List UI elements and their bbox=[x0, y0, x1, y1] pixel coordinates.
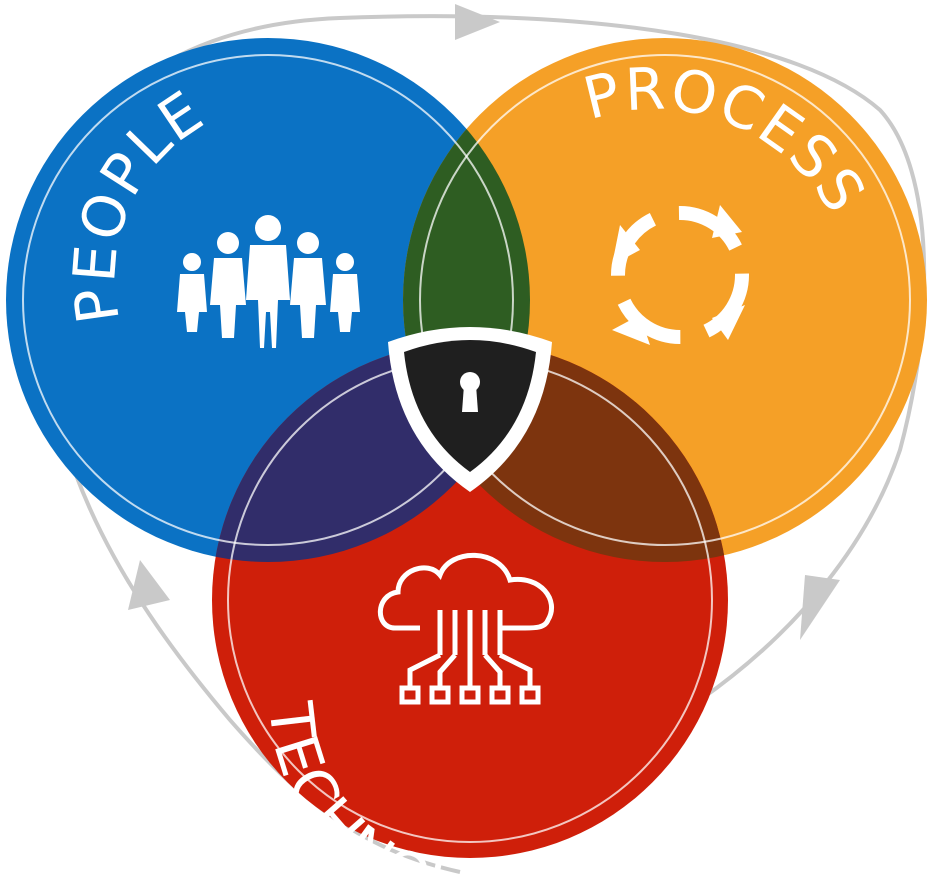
arrowhead-left bbox=[128, 560, 170, 610]
circular-arrows-icon bbox=[611, 206, 749, 344]
group-of-people-icon bbox=[177, 215, 360, 348]
cycle-arrowheads bbox=[128, 4, 840, 640]
cloud-network-icon bbox=[377, 552, 555, 705]
arrowhead-top bbox=[455, 4, 500, 40]
process-inner-ring bbox=[419, 54, 911, 546]
circular-arrows-heads bbox=[612, 205, 745, 345]
people-technology-overlap bbox=[212, 342, 530, 562]
process-technology-overlap bbox=[403, 342, 728, 562]
keyhole-shield-icon bbox=[388, 327, 552, 492]
people-inner-ring bbox=[22, 54, 514, 546]
arrowhead-right bbox=[800, 575, 840, 640]
